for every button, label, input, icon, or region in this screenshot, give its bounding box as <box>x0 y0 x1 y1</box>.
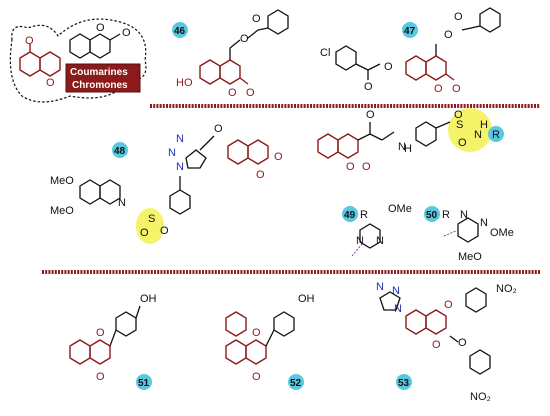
badge-52: 52 <box>290 378 302 389</box>
svg-text:O: O <box>444 299 453 311</box>
svg-text:O: O <box>346 161 355 173</box>
svg-text:O: O <box>454 109 463 121</box>
svg-text:O: O <box>160 225 169 237</box>
svg-text:O: O <box>252 371 261 383</box>
svg-text:S: S <box>148 213 155 225</box>
badge-47: 47 <box>404 26 416 37</box>
badge-49: 49 <box>344 210 356 221</box>
svg-text:O: O <box>256 169 265 181</box>
svg-text:O: O <box>384 61 393 73</box>
svg-text:O: O <box>252 327 261 339</box>
svg-text:N: N <box>460 209 468 221</box>
compound-51: O O OH 51 <box>69 293 157 390</box>
badge-48: 48 <box>114 146 126 157</box>
svg-text:N: N <box>480 217 488 229</box>
svg-text:O: O <box>432 339 441 351</box>
svg-text:R: R <box>360 209 368 221</box>
svg-text:MeO: MeO <box>458 251 482 263</box>
svg-text:NO₂: NO₂ <box>470 391 491 403</box>
svg-text:N: N <box>474 129 482 141</box>
legend-coumarines: Coumarines <box>70 67 128 78</box>
svg-text:O: O <box>452 83 461 95</box>
svg-text:NO₂: NO₂ <box>496 283 517 295</box>
badge-51: 51 <box>138 378 150 389</box>
svg-text:O: O <box>214 123 223 135</box>
svg-text:Cl: Cl <box>320 47 330 59</box>
svg-text:O: O <box>362 161 371 173</box>
svg-text:OH: OH <box>298 293 315 305</box>
compound-49: 49 R N N OMe <box>342 203 412 257</box>
svg-text:O: O <box>252 13 261 25</box>
compound-52: O O OH 52 <box>225 293 315 390</box>
svg-text:O: O <box>96 22 105 34</box>
svg-text:H: H <box>404 143 412 155</box>
svg-text:HO: HO <box>176 77 193 89</box>
svg-text:N: N <box>118 197 126 209</box>
svg-text:O: O <box>274 151 283 163</box>
compound-47: 47 Cl O O O O O O <box>320 7 501 95</box>
compound-53: N N N O O NO₂ O NO₂ 53 <box>376 281 517 403</box>
legend-box <box>65 63 141 93</box>
compound-49-50-scaffold: O O O N H S O O N H R <box>317 108 504 173</box>
svg-text:O: O <box>140 227 149 239</box>
svg-text:O: O <box>25 35 34 47</box>
badge-53: 53 <box>398 378 410 389</box>
svg-text:S: S <box>456 119 463 131</box>
svg-text:N: N <box>168 147 176 159</box>
compound-46: 46 O O HO O O <box>172 9 289 99</box>
scaffold-legend: O O O O Coumarines Chromones <box>9 18 147 103</box>
svg-text:O: O <box>444 29 453 41</box>
svg-text:O: O <box>458 137 467 149</box>
badge-50: 50 <box>426 210 438 221</box>
svg-text:N: N <box>176 161 184 173</box>
svg-text:N: N <box>394 303 402 315</box>
badge-46: 46 <box>174 26 186 37</box>
svg-text:R: R <box>492 129 500 141</box>
legend-chromones: Chromones <box>72 80 128 91</box>
svg-text:N: N <box>398 141 406 153</box>
svg-text:O: O <box>122 27 131 39</box>
svg-text:R: R <box>442 209 450 221</box>
svg-text:O: O <box>246 87 255 99</box>
svg-text:OMe: OMe <box>490 227 514 239</box>
svg-text:OMe: OMe <box>388 203 412 215</box>
compound-48: 48 MeO MeO N S O O N N N O O O <box>50 123 283 244</box>
svg-text:O: O <box>364 81 373 93</box>
svg-text:O: O <box>96 371 105 383</box>
svg-text:O: O <box>458 337 467 349</box>
svg-text:MeO: MeO <box>50 175 74 187</box>
svg-text:H: H <box>480 119 488 131</box>
svg-text:O: O <box>434 83 443 95</box>
compound-50: 50 R N N OMe MeO <box>424 206 514 263</box>
svg-text:N: N <box>176 133 184 145</box>
svg-text:N: N <box>392 285 400 297</box>
svg-text:O: O <box>240 33 249 45</box>
svg-text:O: O <box>366 109 375 121</box>
svg-text:N: N <box>356 235 364 247</box>
svg-text:N: N <box>376 235 384 247</box>
svg-text:O: O <box>96 327 105 339</box>
svg-text:OH: OH <box>140 293 157 305</box>
svg-text:O: O <box>454 11 463 23</box>
svg-text:MeO: MeO <box>50 205 74 217</box>
svg-text:O: O <box>228 87 237 99</box>
svg-text:N: N <box>376 281 384 293</box>
svg-text:O: O <box>46 77 55 89</box>
